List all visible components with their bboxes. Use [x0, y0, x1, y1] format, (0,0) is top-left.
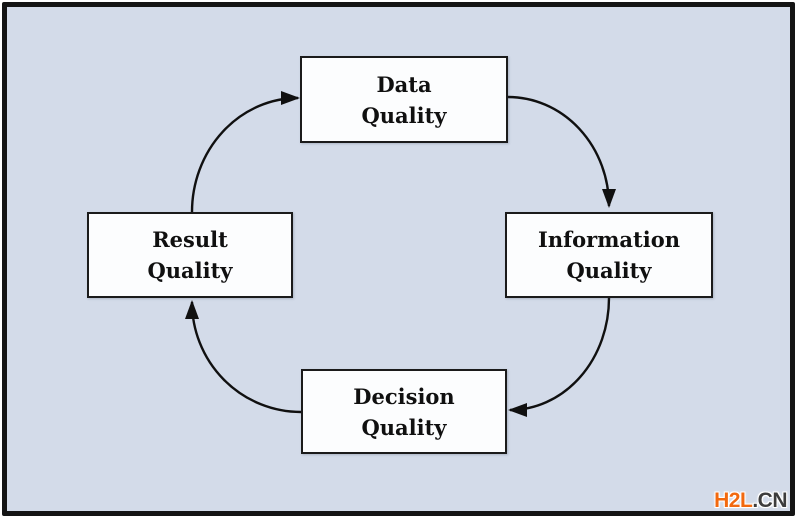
node-information-quality-line1: Information	[538, 227, 680, 252]
node-data-quality-line1: Data	[376, 71, 432, 97]
node-data-quality-line2: Quality	[361, 102, 447, 128]
node-decision-quality: Decision Quality	[301, 369, 507, 454]
node-result-quality-line2: Quality	[147, 258, 233, 283]
watermark-brand: H2L	[714, 489, 753, 512]
node-information-quality-line2: Quality	[566, 258, 652, 283]
node-information-quality: Information Quality	[505, 212, 713, 298]
node-data-quality: Data Quality	[300, 56, 508, 143]
node-decision-quality-line2: Quality	[361, 414, 447, 440]
watermark: H2L.CN	[714, 489, 787, 513]
node-result-quality-line1: Result	[152, 227, 228, 252]
node-decision-quality-line1: Decision	[353, 383, 455, 409]
node-result-quality: Result Quality	[87, 212, 293, 298]
watermark-suffix: .CN	[752, 489, 787, 512]
